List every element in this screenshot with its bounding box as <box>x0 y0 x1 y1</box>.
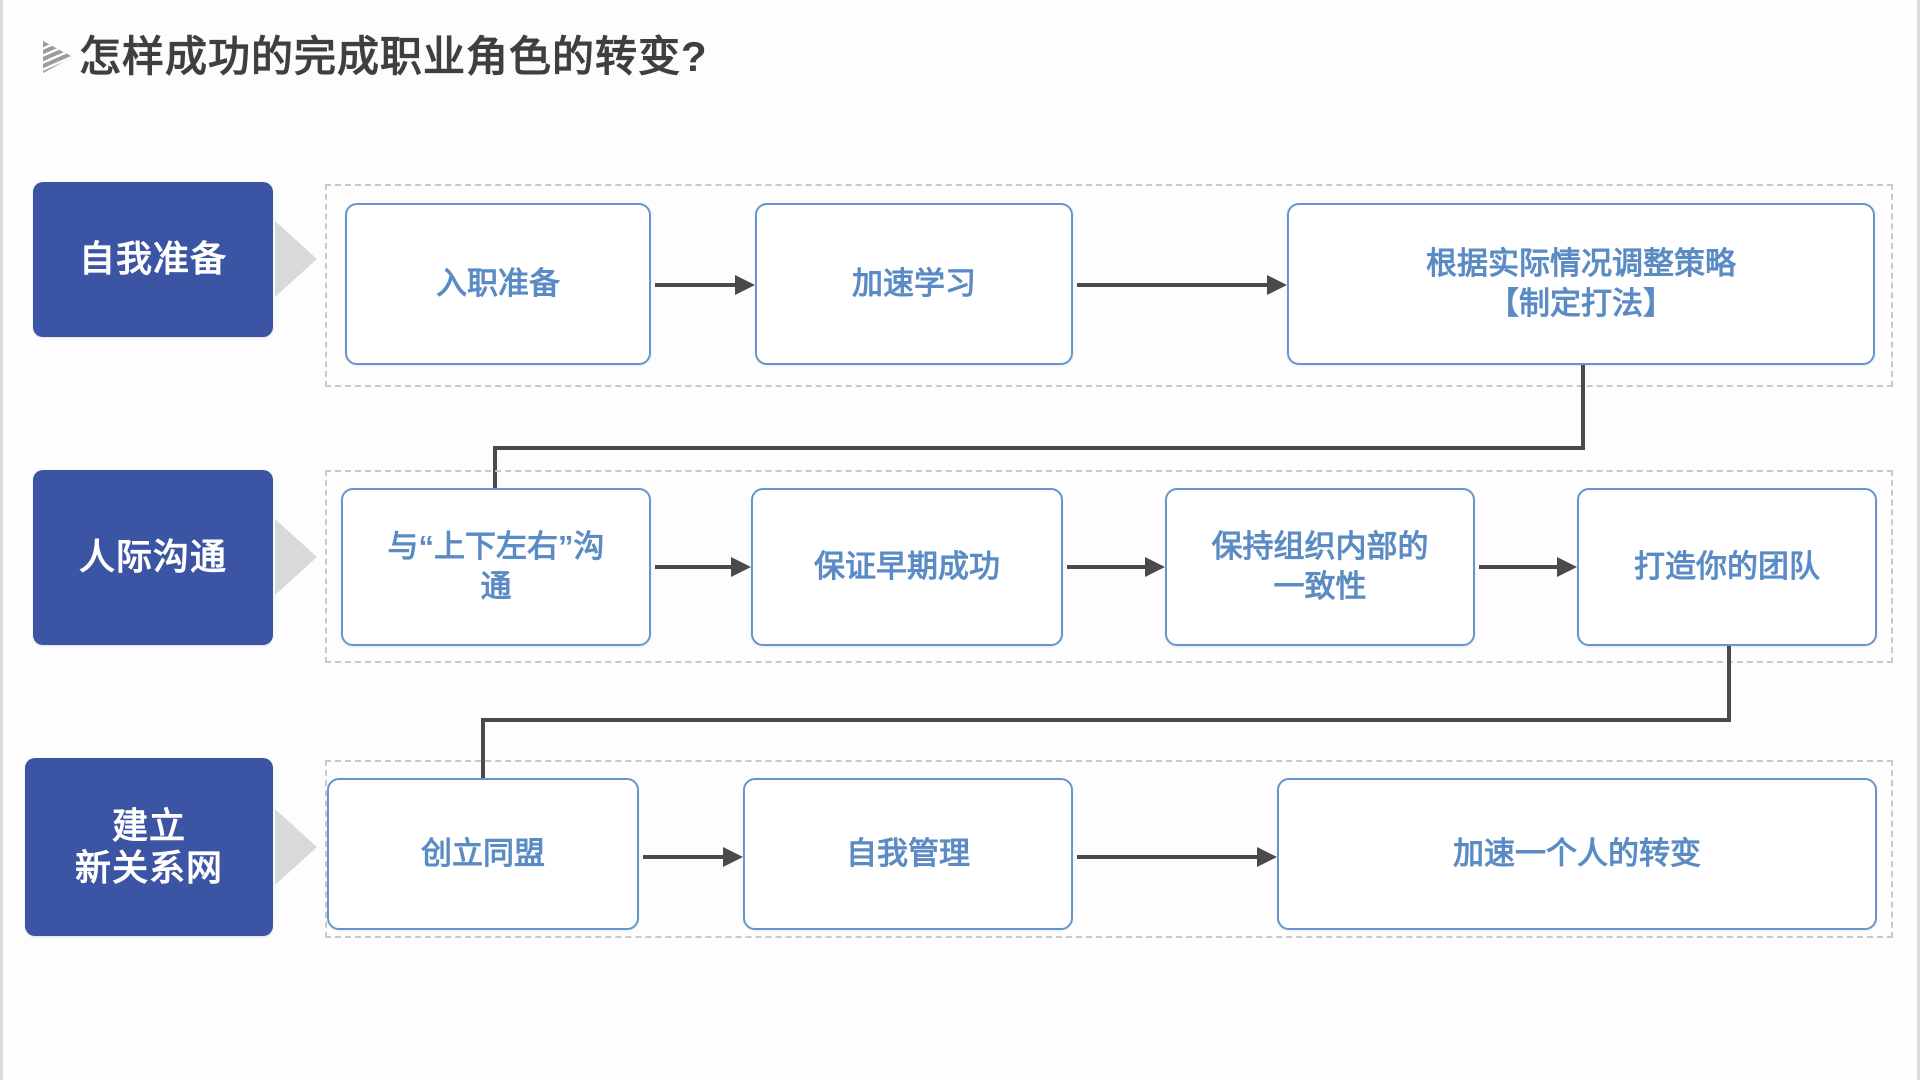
connector-segment-vertical-left <box>493 446 497 516</box>
chevron-right-icon-row1 <box>275 221 317 297</box>
node-label: 创立同盟 <box>421 836 545 872</box>
arrow-communicate-to-early-wins <box>655 557 751 577</box>
connector-segment-vertical-right <box>1727 646 1731 722</box>
row-label-text-line1: 建立 <box>111 804 186 846</box>
striped-play-triangle-icon <box>43 41 73 73</box>
page-title-text: 怎样成功的完成职业角色的转变? <box>79 33 708 80</box>
node-label: 加速一个人的转变 <box>1453 836 1701 872</box>
arrow-shaft <box>1077 855 1259 859</box>
arrow-shaft <box>1479 565 1559 569</box>
node-label: 入职准备 <box>436 266 560 302</box>
arrow-head <box>723 847 743 867</box>
arrow-alignment-to-build-team <box>1479 557 1577 577</box>
node-maintain-internal-alignment[interactable]: 保持组织内部的 一致性 <box>1165 488 1475 646</box>
arrow-shaft <box>1077 283 1269 287</box>
row-label-self-preparation[interactable]: 自我准备 <box>33 182 273 337</box>
row-group-region-self-preparation <box>325 184 1893 387</box>
node-ensure-early-wins[interactable]: 保证早期成功 <box>751 488 1063 646</box>
arrow-self-management-to-accelerate-transition <box>1077 847 1277 867</box>
node-adjust-strategy[interactable]: 根据实际情况调整策略 【制定打法】 <box>1287 203 1875 365</box>
page-title: 怎样成功的完成职业角色的转变? <box>41 36 708 78</box>
node-label-line2: 通 <box>480 569 512 604</box>
arrow-onboarding-prep-to-accelerate-learning <box>655 275 755 295</box>
node-build-your-team[interactable]: 打造你的团队 <box>1577 488 1877 646</box>
node-accelerate-personal-transition[interactable]: 加速一个人的转变 <box>1277 778 1877 930</box>
arrow-create-alliance-to-self-management <box>643 847 743 867</box>
node-label-line1: 保持组织内部的 <box>1211 529 1429 565</box>
arrow-accelerate-learning-to-adjust-strategy <box>1077 275 1287 295</box>
arrow-early-wins-to-alignment <box>1067 557 1165 577</box>
row-label-text: 自我准备 <box>78 238 227 280</box>
node-label-line2: 【制定打法】 <box>1488 286 1674 321</box>
arrow-shaft <box>655 283 737 287</box>
arrow-shaft <box>655 565 733 569</box>
arrow-head <box>1257 847 1277 867</box>
node-onboarding-prep[interactable]: 入职准备 <box>345 203 651 365</box>
chevron-right-icon-row3 <box>275 809 317 885</box>
connector-segment-horizontal <box>493 446 1585 450</box>
arrow-head <box>1145 557 1165 577</box>
row-group-region-build-new-network <box>325 760 1893 938</box>
node-label-line1: 根据实际情况调整策略 <box>1426 246 1736 282</box>
row-label-interpersonal-communication[interactable]: 人际沟通 <box>33 470 273 645</box>
connector-segment-vertical-right <box>1581 365 1585 450</box>
node-label: 自我管理 <box>846 836 970 872</box>
node-communicate-all-directions[interactable]: 与“上下左右”沟 通 <box>341 488 651 646</box>
node-label-line1: 与“上下左右”沟 <box>387 529 605 565</box>
row-group-region-interpersonal-communication <box>325 470 1893 663</box>
arrow-shaft <box>643 855 725 859</box>
arrow-head <box>735 275 755 295</box>
node-create-alliance[interactable]: 创立同盟 <box>327 778 639 930</box>
row-label-text-line2: 新关系网 <box>74 847 223 888</box>
row-label-text: 人际沟通 <box>78 536 227 578</box>
node-accelerate-learning[interactable]: 加速学习 <box>755 203 1073 365</box>
node-self-management[interactable]: 自我管理 <box>743 778 1073 930</box>
row-label-build-new-network[interactable]: 建立 新关系网 <box>25 758 273 936</box>
arrow-head <box>1557 557 1577 577</box>
arrow-shaft <box>1067 565 1147 569</box>
node-label: 加速学习 <box>852 266 976 302</box>
node-label: 打造你的团队 <box>1634 549 1820 585</box>
node-label: 保证早期成功 <box>814 549 1000 585</box>
chevron-right-icon-row2 <box>275 519 317 595</box>
arrow-head <box>1267 275 1287 295</box>
connector-segment-horizontal <box>481 718 1731 722</box>
arrow-head <box>731 557 751 577</box>
node-label-line2: 一致性 <box>1273 569 1367 604</box>
